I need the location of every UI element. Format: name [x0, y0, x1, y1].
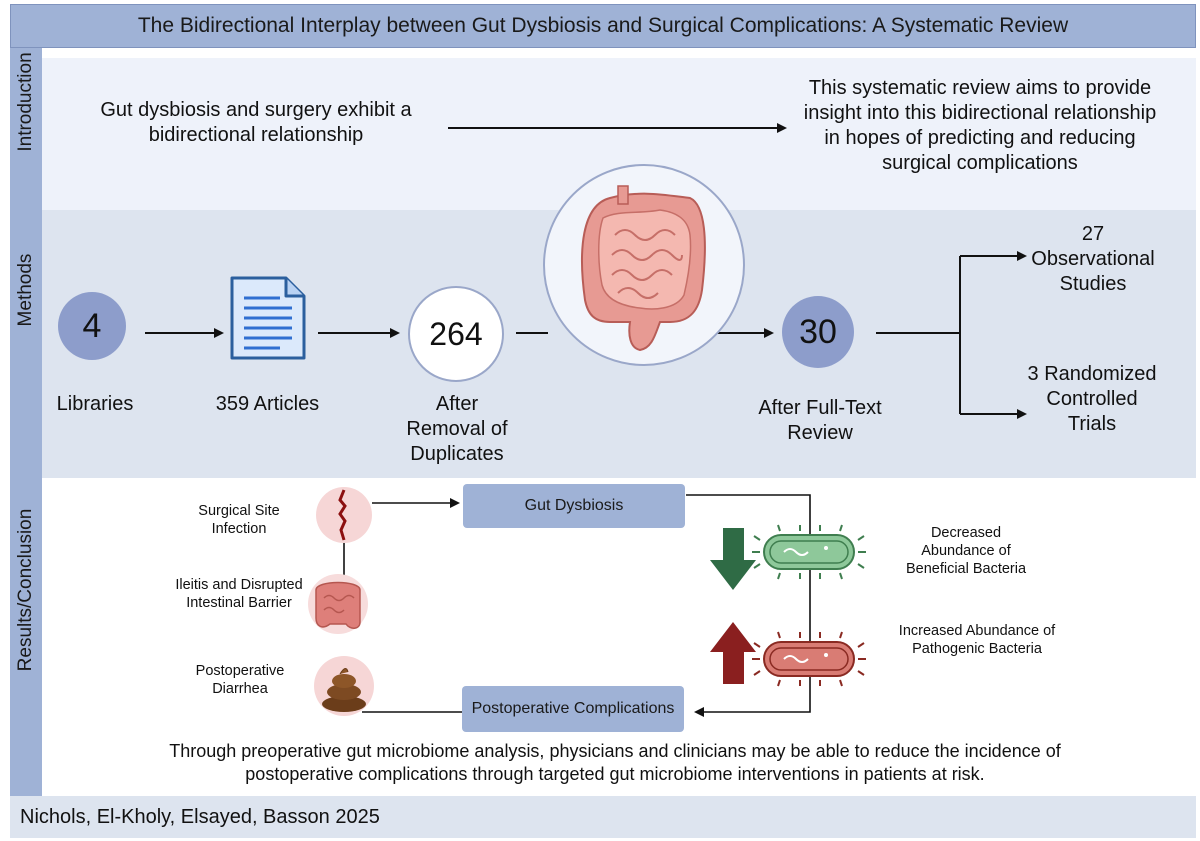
libraries-count: 4 [82, 306, 102, 345]
ileitis-label: Ileitis and Disrupted Intestinal Barrier [175, 577, 303, 612]
observational-label: 27 Observational Studies [1031, 223, 1155, 295]
gut-dysbiosis-label: Gut Dysbiosis [524, 497, 624, 514]
conclusion-text: Through preoperative gut microbiome anal… [169, 741, 1061, 784]
decreased-label: Decreased Abundance of Beneficial Bacter… [905, 525, 1027, 578]
section-sidebar: Introduction Methods Results/Conclusion [10, 48, 42, 796]
libraries-label: Libraries [56, 393, 134, 415]
fulltext-label: After Full-Text Review [758, 397, 882, 444]
intro-right-text: This systematic review aims to provide i… [803, 77, 1157, 174]
title-bar: The Bidirectional Interplay between Gut … [10, 4, 1196, 48]
randomized-label: 3 Randomized Controlled Trials [1027, 363, 1157, 435]
gut-dysbiosis-box: Gut Dysbiosis [463, 484, 685, 528]
postop-complications-box: Postoperative Complications [462, 686, 684, 732]
intro-left-text: Gut dysbiosis and surgery exhibit a bidi… [100, 99, 412, 146]
footer-bar: Nichols, El-Kholy, Elsayed, Basson 2025 [10, 796, 1196, 838]
duplicates-label: After Removal of Duplicates [406, 393, 508, 465]
abstract-title: The Bidirectional Interplay between Gut … [137, 14, 1069, 37]
increased-label: Increased Abundance of Pathogenic Bacter… [898, 623, 1056, 658]
postop-complications-label: Postoperative Complications [471, 700, 675, 717]
loop-line [686, 494, 811, 717]
ssi-label: Surgical Site Infection [198, 503, 280, 538]
results-band [42, 478, 1196, 796]
libraries-count-circle: 4 [58, 292, 126, 360]
citation: Nichols, El-Kholy, Elsayed, Basson 2025 [20, 805, 380, 828]
duplicates-count: 264 [429, 315, 483, 352]
duplicates-count-circle: 264 [408, 286, 504, 382]
articles-label: 359 Articles [215, 393, 320, 415]
fulltext-count: 30 [799, 312, 837, 351]
fulltext-count-circle: 30 [782, 296, 854, 368]
diarrhea-label: Postoperative Diarrhea [195, 663, 285, 698]
